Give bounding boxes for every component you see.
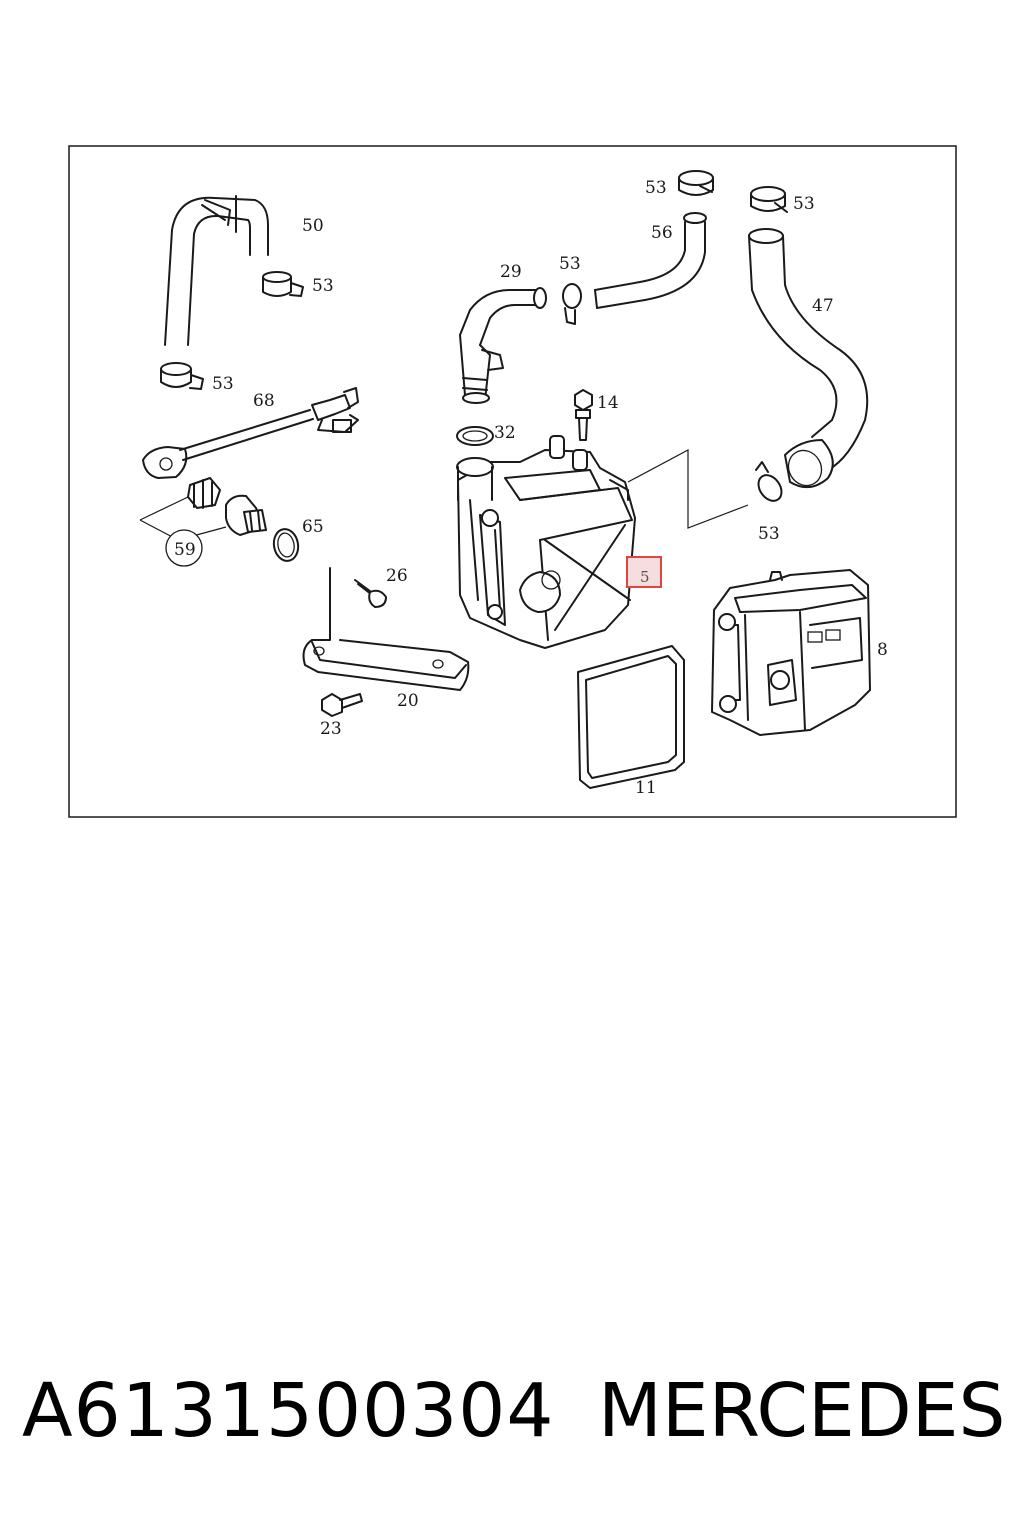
callout-5: 5 [640, 568, 650, 586]
callout-23: 23 [320, 719, 342, 739]
leader-5 [627, 449, 749, 529]
callout-56: 56 [651, 223, 673, 243]
callout-53-d: 53 [645, 178, 667, 198]
hose-clamp-53-d [678, 170, 714, 196]
screw-26 [354, 579, 387, 608]
hose-clamp-53-a [262, 271, 304, 297]
callout-59: 59 [174, 540, 196, 560]
hose-clamp-53-b [160, 362, 204, 390]
callout-65: 65 [302, 517, 324, 537]
module-8 [711, 569, 871, 736]
pipe-29 [459, 287, 547, 404]
callout-8: 8 [877, 640, 888, 660]
callout-68: 68 [253, 391, 275, 411]
bracket-20 [302, 567, 470, 691]
callout-26: 26 [386, 566, 408, 586]
hose-56 [594, 212, 707, 309]
callout-11: 11 [635, 778, 657, 798]
seal-ring-65 [272, 528, 300, 562]
callout-32: 32 [494, 423, 516, 443]
gasket-11 [577, 645, 685, 789]
hose-clamp-53-e [750, 186, 788, 213]
callout-20: 20 [397, 691, 419, 711]
screw-23 [321, 693, 363, 717]
callout-50: 50 [302, 216, 324, 236]
callout-14: 14 [597, 393, 619, 413]
callout-53-b: 53 [212, 374, 234, 394]
hose-47 [748, 228, 869, 489]
callout-5-highlight [626, 556, 662, 588]
housing-5 [456, 435, 636, 649]
o-ring-32 [456, 426, 494, 446]
callout-47: 47 [812, 296, 834, 316]
callout-circle-59 [165, 529, 203, 567]
callout-53-f: 53 [758, 524, 780, 544]
hose-50 [164, 195, 269, 346]
callout-53-c: 53 [559, 254, 581, 274]
hose-clamp-53-f [755, 461, 783, 502]
cable-68 [142, 387, 359, 479]
callout-29: 29 [500, 262, 522, 282]
hose-clamp-53-c [562, 283, 582, 325]
part-number: A6131500304 [22, 1368, 555, 1454]
brand-name: MERCEDES [598, 1368, 1006, 1454]
parts-diagram: 50 53 53 68 59 65 26 20 23 29 53 53 56 5… [68, 145, 957, 818]
callout-53-a: 53 [312, 276, 334, 296]
bolt-14 [574, 389, 593, 441]
callout-53-e: 53 [793, 194, 815, 214]
